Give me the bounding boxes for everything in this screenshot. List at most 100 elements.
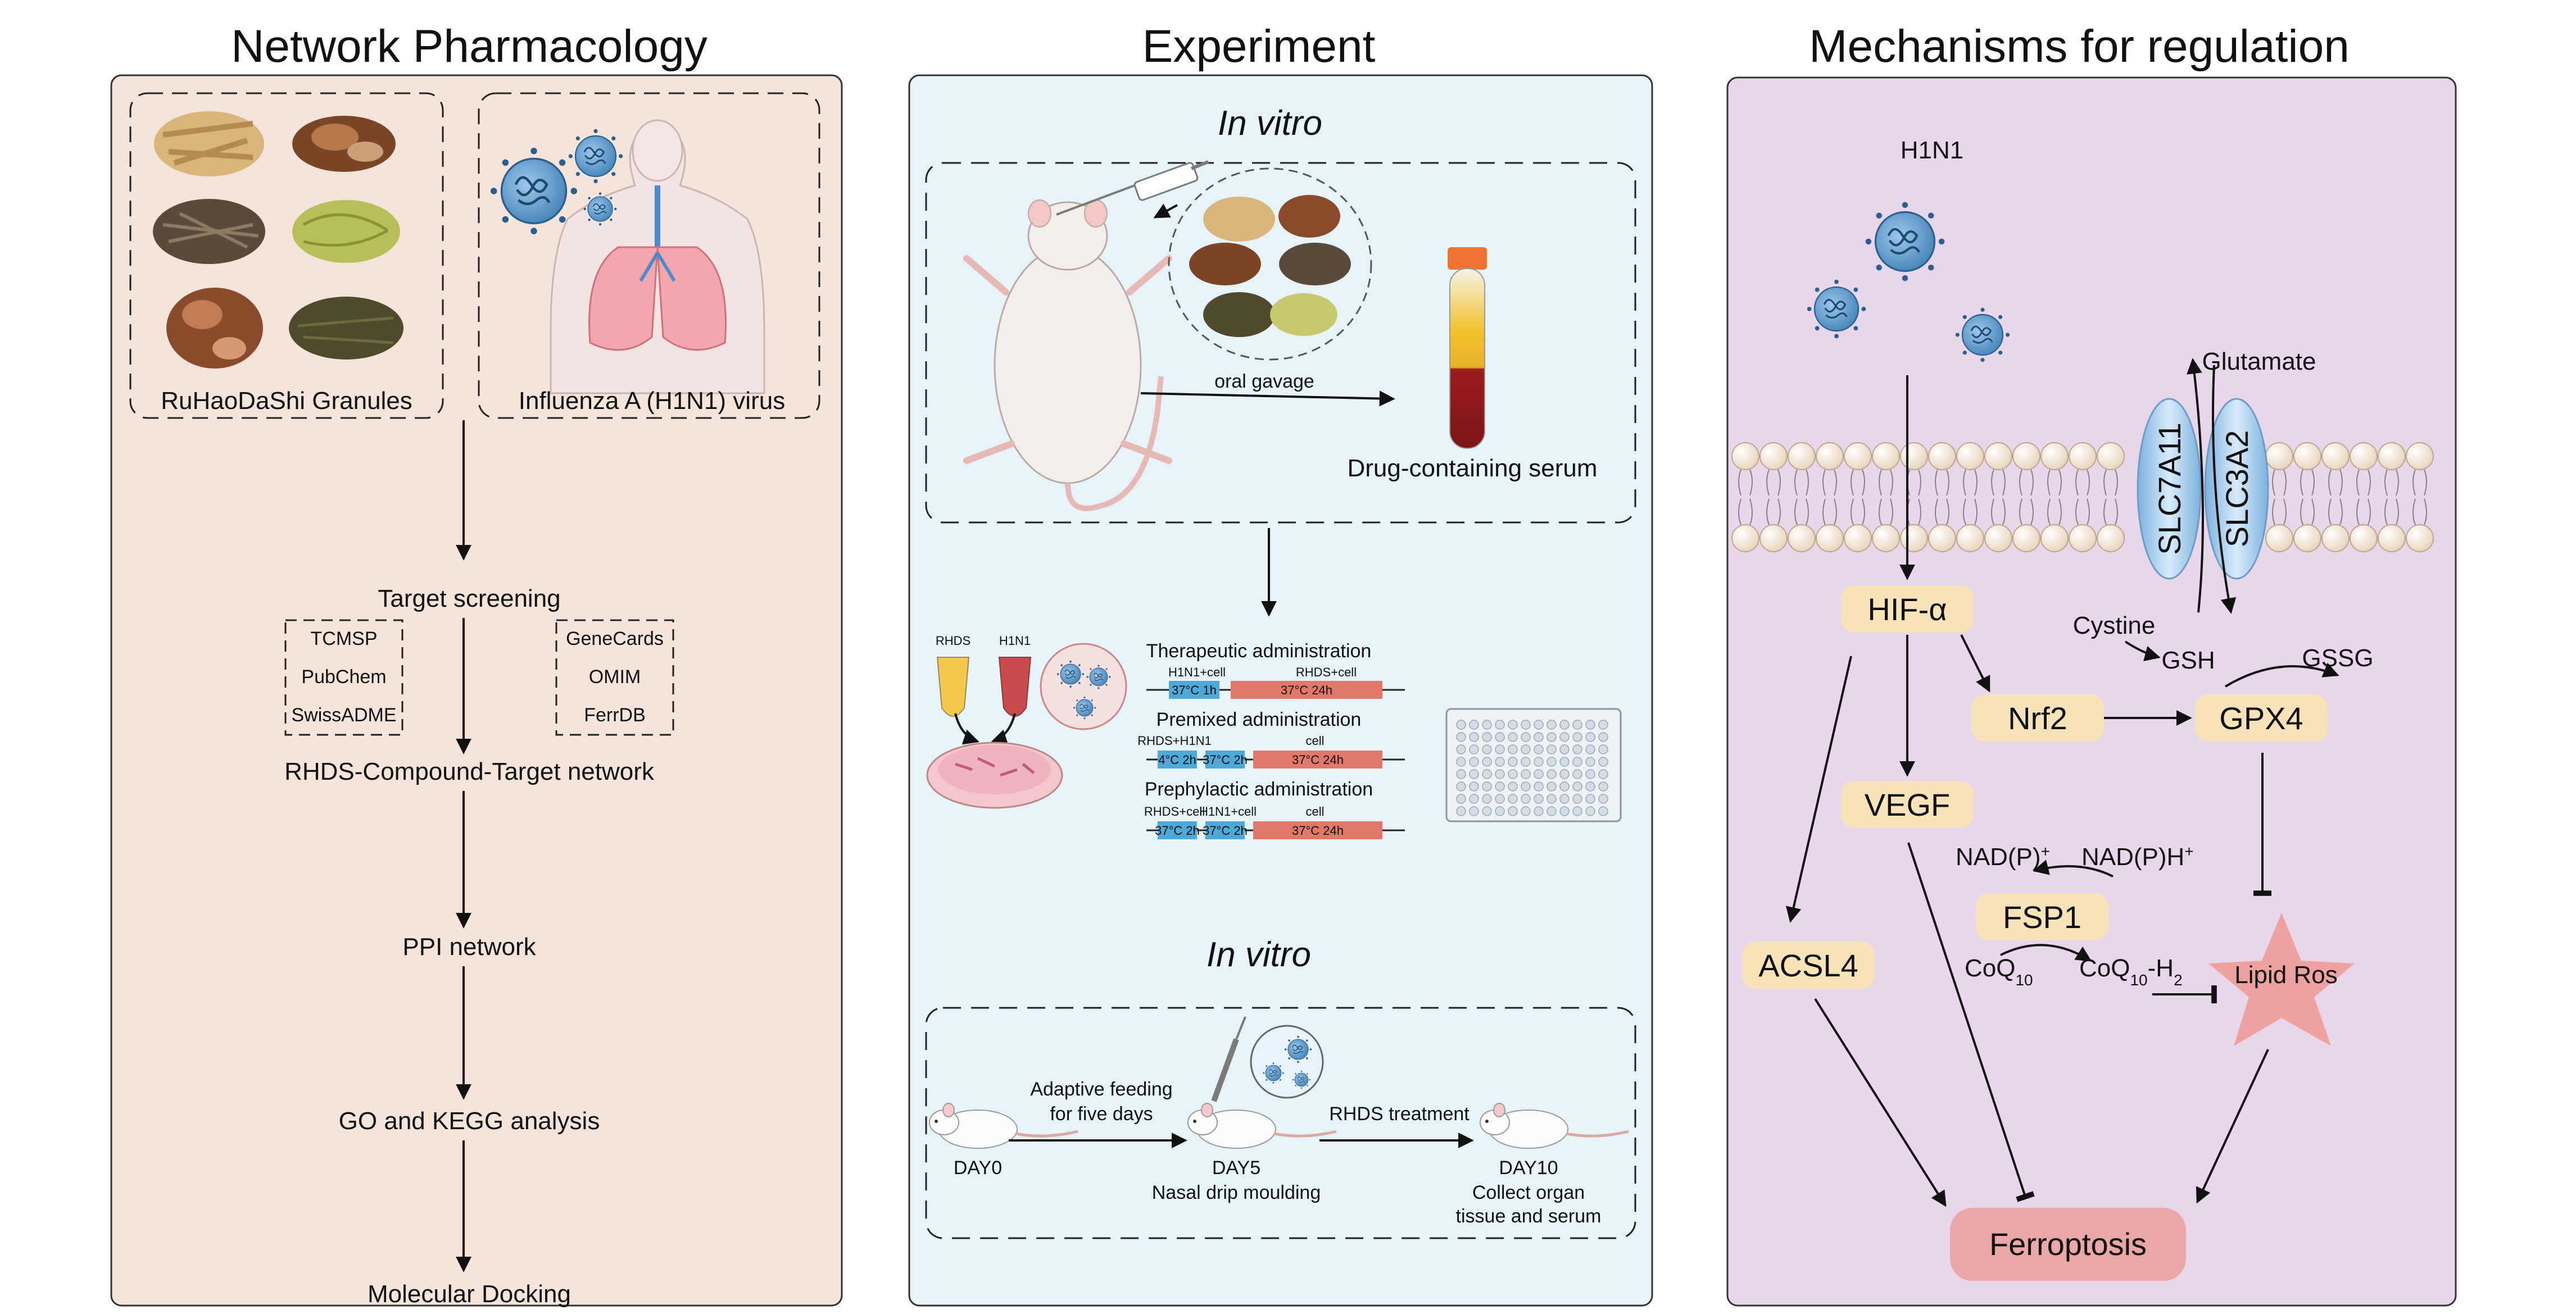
serum-label: Drug-containing serum [1347,454,1597,482]
coq10-label: CoQ10 [1965,954,2033,989]
lipid-tail [1822,469,1837,496]
lipid-head [2097,524,2125,552]
syringe-icon [1056,160,1209,216]
well [1521,744,1531,754]
lipid-tail [2384,498,2399,525]
well [1521,794,1531,804]
well [1598,757,1608,767]
lipid-tail [2356,469,2371,496]
nasal-virus-icon-1 [1284,1035,1312,1063]
granules-label: RuHaoDaShi Granules [161,387,412,415]
well [1456,806,1466,816]
well [1534,781,1544,792]
well [1598,781,1608,792]
well [1495,806,1505,816]
well [1508,757,1518,767]
well [1521,806,1531,816]
vegf-node [1841,781,1974,828]
lipid-tail [1794,498,1809,525]
mechanisms-panel [1726,76,2457,1307]
well [1572,732,1582,742]
well [1482,806,1492,816]
well [1546,744,1557,754]
coq10-to-coq10h2-arrow [2000,944,2092,962]
well [1456,720,1466,730]
lipid-head [1872,524,1900,552]
lipid-tail [2075,469,2090,496]
well [1508,744,1518,754]
lipid-tail [2300,469,2315,496]
herb-images-circle [1189,195,1351,337]
well [1546,732,1557,742]
well [1534,732,1544,742]
well [1572,794,1582,804]
h1n1-virus-icon-left [1806,279,1867,339]
lipid-head [1928,442,1956,470]
lipid-head [2069,524,2097,552]
db-omim: OMIM [589,666,641,688]
well [1559,794,1570,804]
well [1482,769,1492,779]
lipid-tail [2075,498,2090,525]
gsh-label: GSH [2161,647,2215,674]
lipid-tail [1963,498,1978,525]
herb-images [153,111,403,369]
lipid-head [1844,442,1872,470]
herb-image-6 [289,297,403,360]
experiment-title: Experiment [1142,21,1376,72]
lipid-head [2012,442,2040,470]
slc3a2-label: SLC3A2 [2219,430,2255,548]
adaptive-feeding-line-2: for five days [1050,1103,1153,1125]
lipid-head [2293,442,2321,470]
lipid-head [1872,442,1900,470]
day0-label: DAY0 [954,1157,1002,1179]
rat-illustration [963,199,1172,511]
lipid-tail [1766,498,1781,525]
therapeutic-label: Therapeutic administration [1146,640,1372,662]
lipid-tail [1935,469,1949,496]
well [1598,720,1608,730]
virus-icon-zoom-1 [1056,660,1085,688]
cell-membrane [1731,442,2434,552]
syringe-arrow [1153,203,1178,219]
well [1559,732,1570,742]
glutamate-export-arrow [2187,358,2204,613]
well [1559,781,1570,792]
well [1572,806,1582,816]
premixed-bar-3: 37°C 24h [1292,753,1344,767]
well [1482,732,1492,742]
premixed-bar-2: 37°C 2h [1203,753,1248,767]
target-screening-label: Target screening [378,585,560,612]
well [1469,769,1479,779]
well [1521,757,1531,767]
lipid-head [1900,524,1928,552]
lipid-head [1788,442,1816,470]
well [1508,781,1518,792]
ferroptosis-node [1950,1208,2186,1281]
lipid-head [2406,442,2434,470]
lipid-head [1759,524,1788,552]
well [1598,769,1608,779]
lipid-head [1956,524,1984,552]
therapeutic-sub-1: H1N1+cell [1168,665,1226,679]
well [1495,794,1505,804]
premixed-bar-1: 4°C 2h [1158,753,1196,767]
well [1559,769,1570,779]
well [1585,757,1595,767]
cystine-label: Cystine [2073,612,2156,639]
therapeutic-bar-1: 37°C 1h [1172,683,1217,697]
well [1469,781,1479,792]
nasal-virus-circle [1250,1025,1324,1099]
prophylactic-sub-2: H1N1+cell [1199,804,1257,819]
well [1456,744,1466,754]
lipid-tail [1879,498,1893,525]
well [1534,769,1544,779]
rhds-tube-icon [936,657,970,717]
well [1598,744,1608,754]
lipid-head [1984,442,2012,470]
lipid-head [1956,442,1984,470]
nrf2-label: Nrf2 [2008,701,2067,736]
lipid-tail [1822,498,1837,525]
well [1469,720,1479,730]
